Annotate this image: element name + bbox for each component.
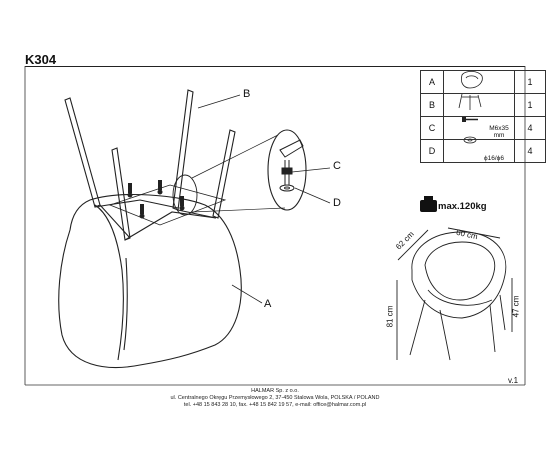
table-row: D ϕ16/ϕ6 4	[420, 139, 546, 163]
footer-address: ul. Centralnego Okręgu Przemysłowego 2, …	[170, 395, 380, 401]
model-title: K304	[25, 52, 57, 67]
part-caption: M6x35 mm	[489, 125, 509, 139]
part-caption: ϕ16/ϕ6	[484, 155, 504, 162]
header-rule	[25, 66, 525, 67]
table-row: B 1	[420, 93, 546, 117]
max-load-label: max.120kg	[438, 201, 487, 212]
part-quantity: 1	[514, 70, 546, 94]
chair-dimension-drawing	[396, 227, 513, 361]
detail-bolt-drawing	[279, 139, 304, 192]
version-label: v.1	[508, 376, 519, 385]
part-quantity: 1	[514, 93, 546, 117]
bolt-markers	[127, 180, 185, 219]
part-picture	[443, 93, 515, 117]
part-picture: M6x35 mm	[443, 116, 515, 140]
label-a: A	[264, 298, 272, 310]
footer-company: HALMAR Sp. z o.o.	[251, 388, 299, 394]
part-picture	[443, 70, 515, 94]
detail-callout-small	[172, 174, 198, 216]
weight-icon	[420, 196, 437, 212]
part-letter: C	[420, 116, 444, 140]
label-c: C	[333, 160, 341, 172]
table-row: C M6x35 mm 4	[420, 116, 546, 140]
parts-table: A 1 B 1 C M6x35 mm 4 D ϕ16/ϕ6 4	[420, 70, 546, 163]
part-letter: D	[420, 139, 444, 163]
footer-contact: tel. +48 15 843 28 10, fax. +48 15 842 1…	[183, 402, 367, 408]
part-picture: ϕ16/ϕ6	[443, 139, 515, 163]
leg-frame-drawing	[64, 89, 236, 241]
detail-callout-large	[267, 129, 307, 211]
part-letter: A	[420, 70, 444, 94]
part-letter: B	[420, 93, 444, 117]
part-quantity: 4	[514, 139, 546, 163]
label-b: B	[243, 88, 251, 100]
label-d: D	[333, 197, 341, 209]
dimension-seat-height: 47 cm	[511, 295, 521, 318]
part-quantity: 4	[514, 116, 546, 140]
dimension-height: 81 cm	[385, 305, 395, 328]
table-row: A 1	[420, 70, 546, 94]
